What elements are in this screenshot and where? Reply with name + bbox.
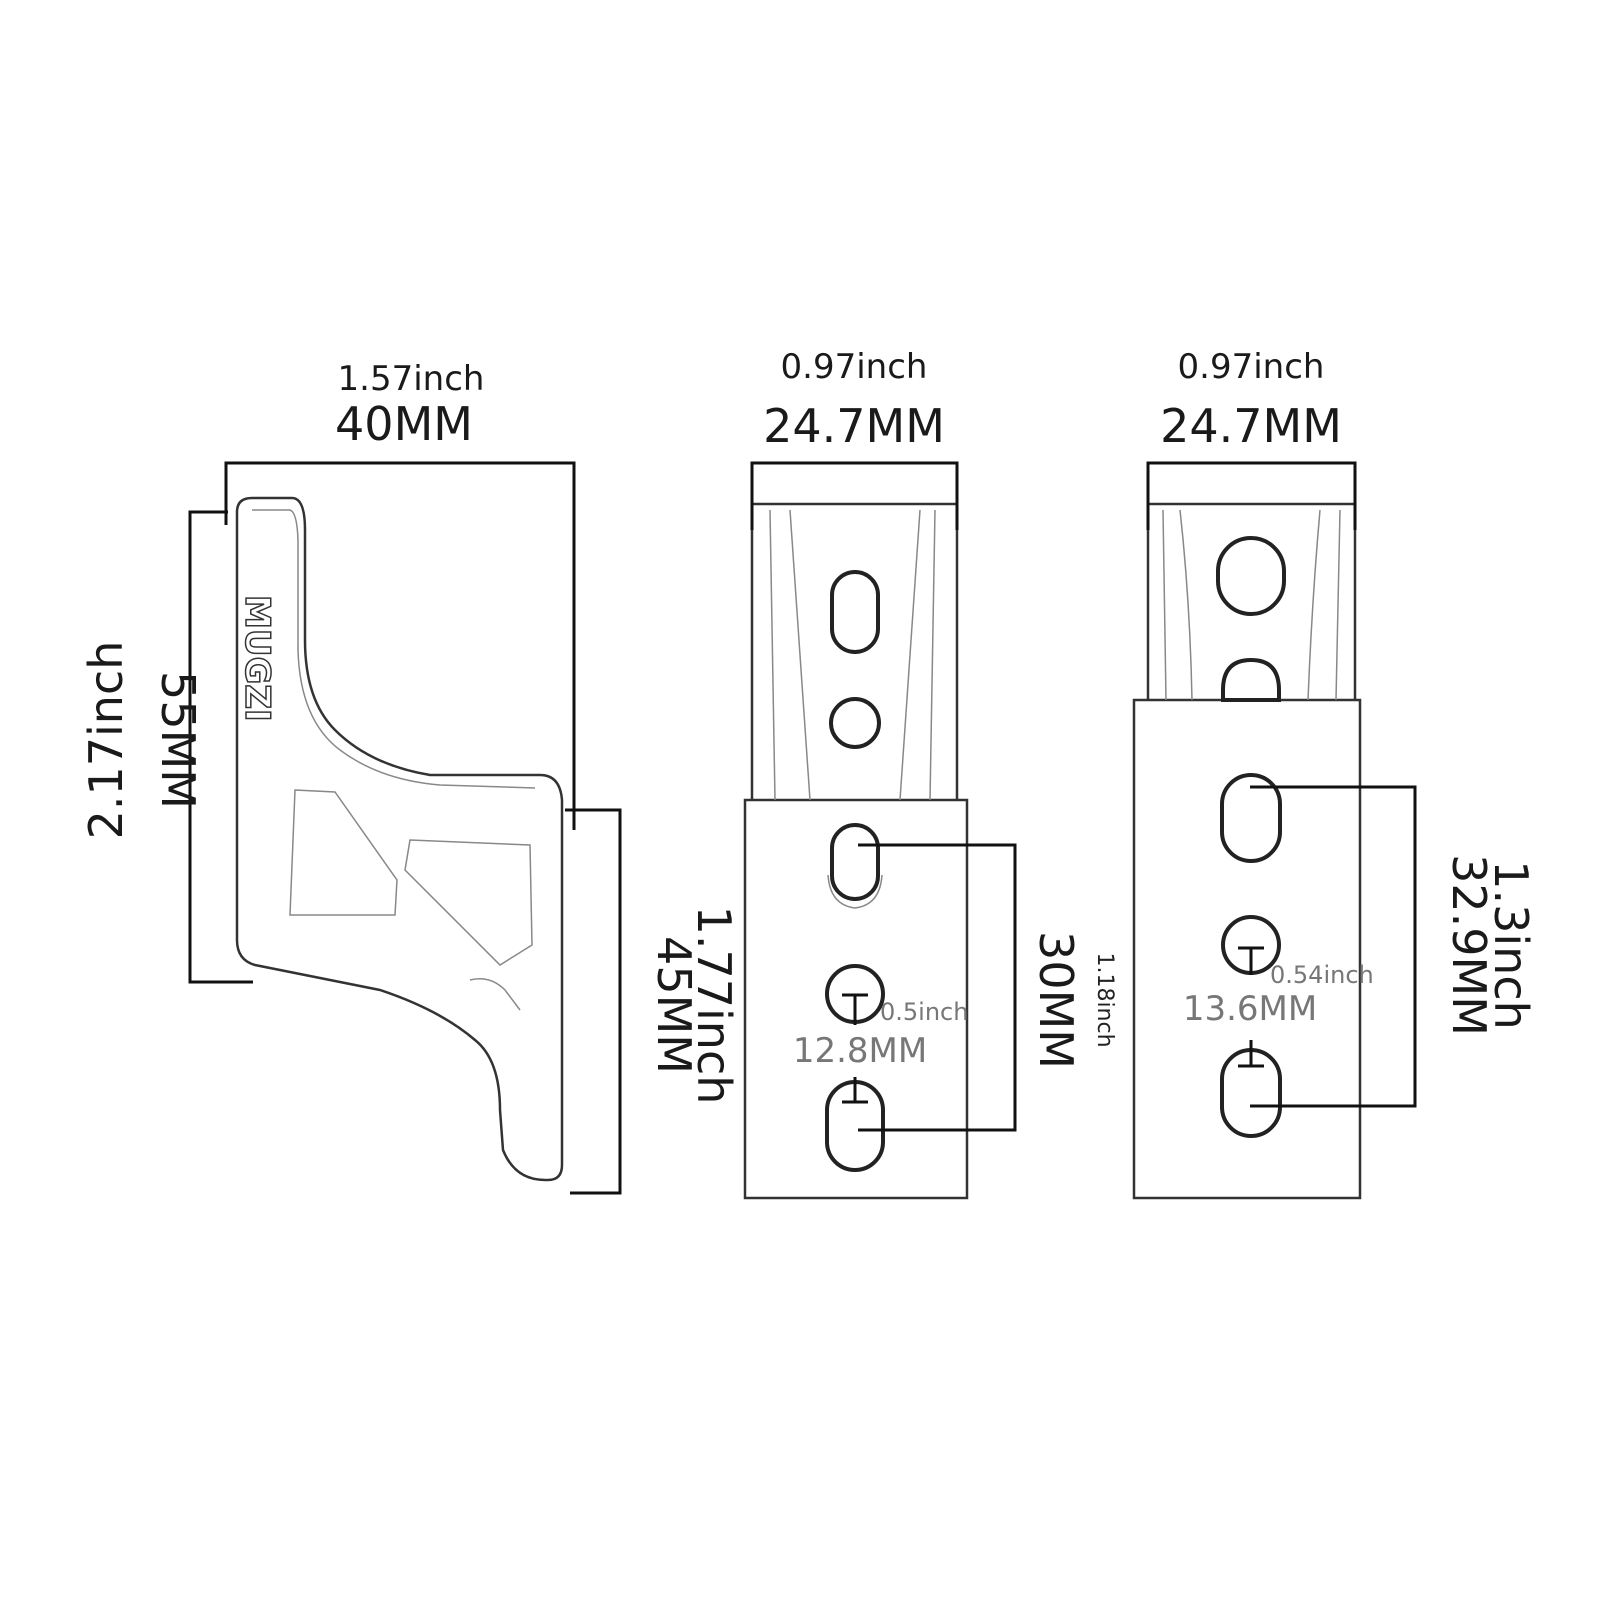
left-lower-dimension-line — [565, 808, 622, 1195]
right-spacing-inch-label: 1.3inch — [1484, 860, 1538, 1030]
middle-hole-mm-label: 12.8MM — [793, 1031, 927, 1071]
middle-spacing-inch-label: 1.18inch — [1092, 952, 1117, 1047]
left-height-inch-label: 2.17inch — [79, 641, 133, 840]
left-lower-inch-label: 1.77inch — [687, 906, 741, 1105]
logo-text: MUGZI — [237, 595, 277, 722]
left-width-inch-label: 1.57inch — [338, 359, 485, 399]
middle-spacing-dimension-line — [858, 843, 1017, 1132]
right-width-mm-label: 24.7MM — [1160, 399, 1342, 453]
middle-width-inch-label: 0.97inch — [781, 347, 928, 387]
middle-width-dimension-line — [750, 461, 959, 530]
right-bracket-drawing — [1132, 502, 1362, 1200]
right-hole-mm-label: 13.6MM — [1183, 989, 1317, 1029]
left-height-dimension-line — [188, 510, 253, 984]
left-lower-mm-label: 45MM — [647, 936, 701, 1074]
left-width-mm-label: 40MM — [335, 397, 473, 451]
middle-spacing-mm-label: 30MM — [1029, 931, 1083, 1069]
right-spacing-mm-label: 32.9MM — [1442, 854, 1496, 1036]
middle-width-mm-label: 24.7MM — [763, 399, 945, 453]
right-hole-inch-label: 0.54inch — [1270, 961, 1374, 989]
left-width-dimension-line — [224, 461, 576, 830]
middle-hole-inch-label: 0.5inch — [880, 998, 968, 1026]
right-width-dimension-line — [1146, 461, 1357, 530]
right-spacing-dimension-line — [1250, 785, 1417, 1108]
left-bracket-drawing — [235, 496, 564, 1182]
right-width-inch-label: 0.97inch — [1178, 347, 1325, 387]
left-height-mm-label: 55MM — [151, 671, 205, 809]
middle-bracket-drawing — [743, 502, 969, 1200]
middle-hole-dimension-line — [842, 993, 868, 1104]
right-hole-dimension-line — [1238, 946, 1264, 1068]
